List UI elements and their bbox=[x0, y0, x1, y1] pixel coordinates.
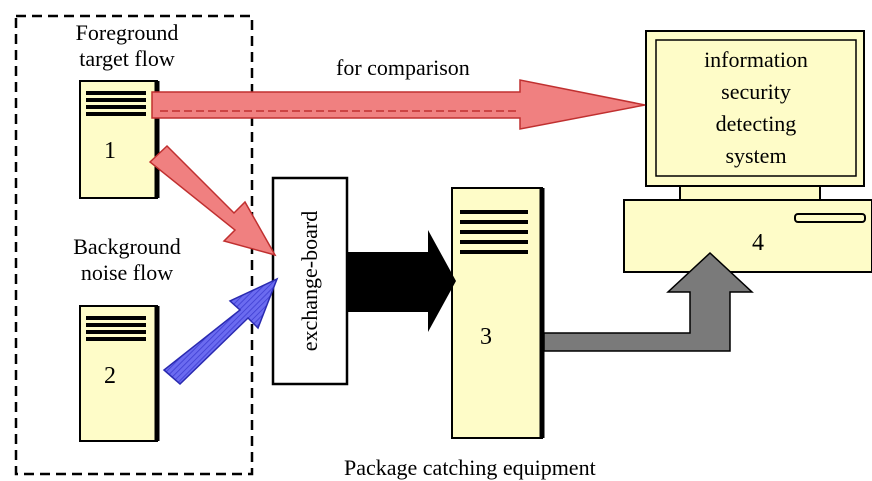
foreground-to-switch-arrow bbox=[148, 144, 277, 257]
exchange-board-label: exchange-board bbox=[297, 210, 322, 352]
switch-to-capture-arrow bbox=[347, 230, 456, 332]
background-to-switch-arrow bbox=[162, 277, 279, 386]
system-4-number: 4 bbox=[752, 230, 764, 256]
disk-slot bbox=[794, 213, 866, 223]
screen-line-4: system bbox=[725, 143, 787, 168]
detection-computer bbox=[623, 30, 872, 273]
exchange-board-box bbox=[271, 176, 349, 386]
foreground-label-line2: target flow bbox=[79, 46, 175, 71]
foreground-label: Foreground target flow bbox=[42, 20, 212, 72]
capture-to-system-arrow bbox=[543, 251, 754, 352]
server-1 bbox=[79, 80, 160, 199]
server-2 bbox=[79, 305, 160, 442]
screen-line-2: security bbox=[721, 79, 791, 104]
capture-caption: Package catching equipment bbox=[344, 455, 596, 480]
server-3 bbox=[451, 187, 545, 439]
foreground-label-line1: Foreground bbox=[75, 20, 179, 45]
background-label: Background noise flow bbox=[42, 234, 212, 286]
server-2-number: 2 bbox=[104, 363, 116, 389]
server-3-number: 3 bbox=[480, 324, 492, 350]
screen-line-3: detecting bbox=[715, 111, 797, 136]
screen-line-1: information bbox=[704, 47, 808, 72]
monitor-neck bbox=[679, 185, 821, 201]
background-label-line2: noise flow bbox=[80, 260, 174, 285]
background-label-line1: Background bbox=[73, 234, 181, 259]
monitor-screen bbox=[655, 39, 857, 177]
comparison-label: for comparison bbox=[336, 55, 470, 80]
detection-system-screen-text: information security detecting system bbox=[656, 44, 856, 172]
server-1-number: 1 bbox=[104, 138, 116, 164]
comparison-arrow bbox=[151, 79, 646, 130]
computer-base bbox=[623, 199, 872, 273]
